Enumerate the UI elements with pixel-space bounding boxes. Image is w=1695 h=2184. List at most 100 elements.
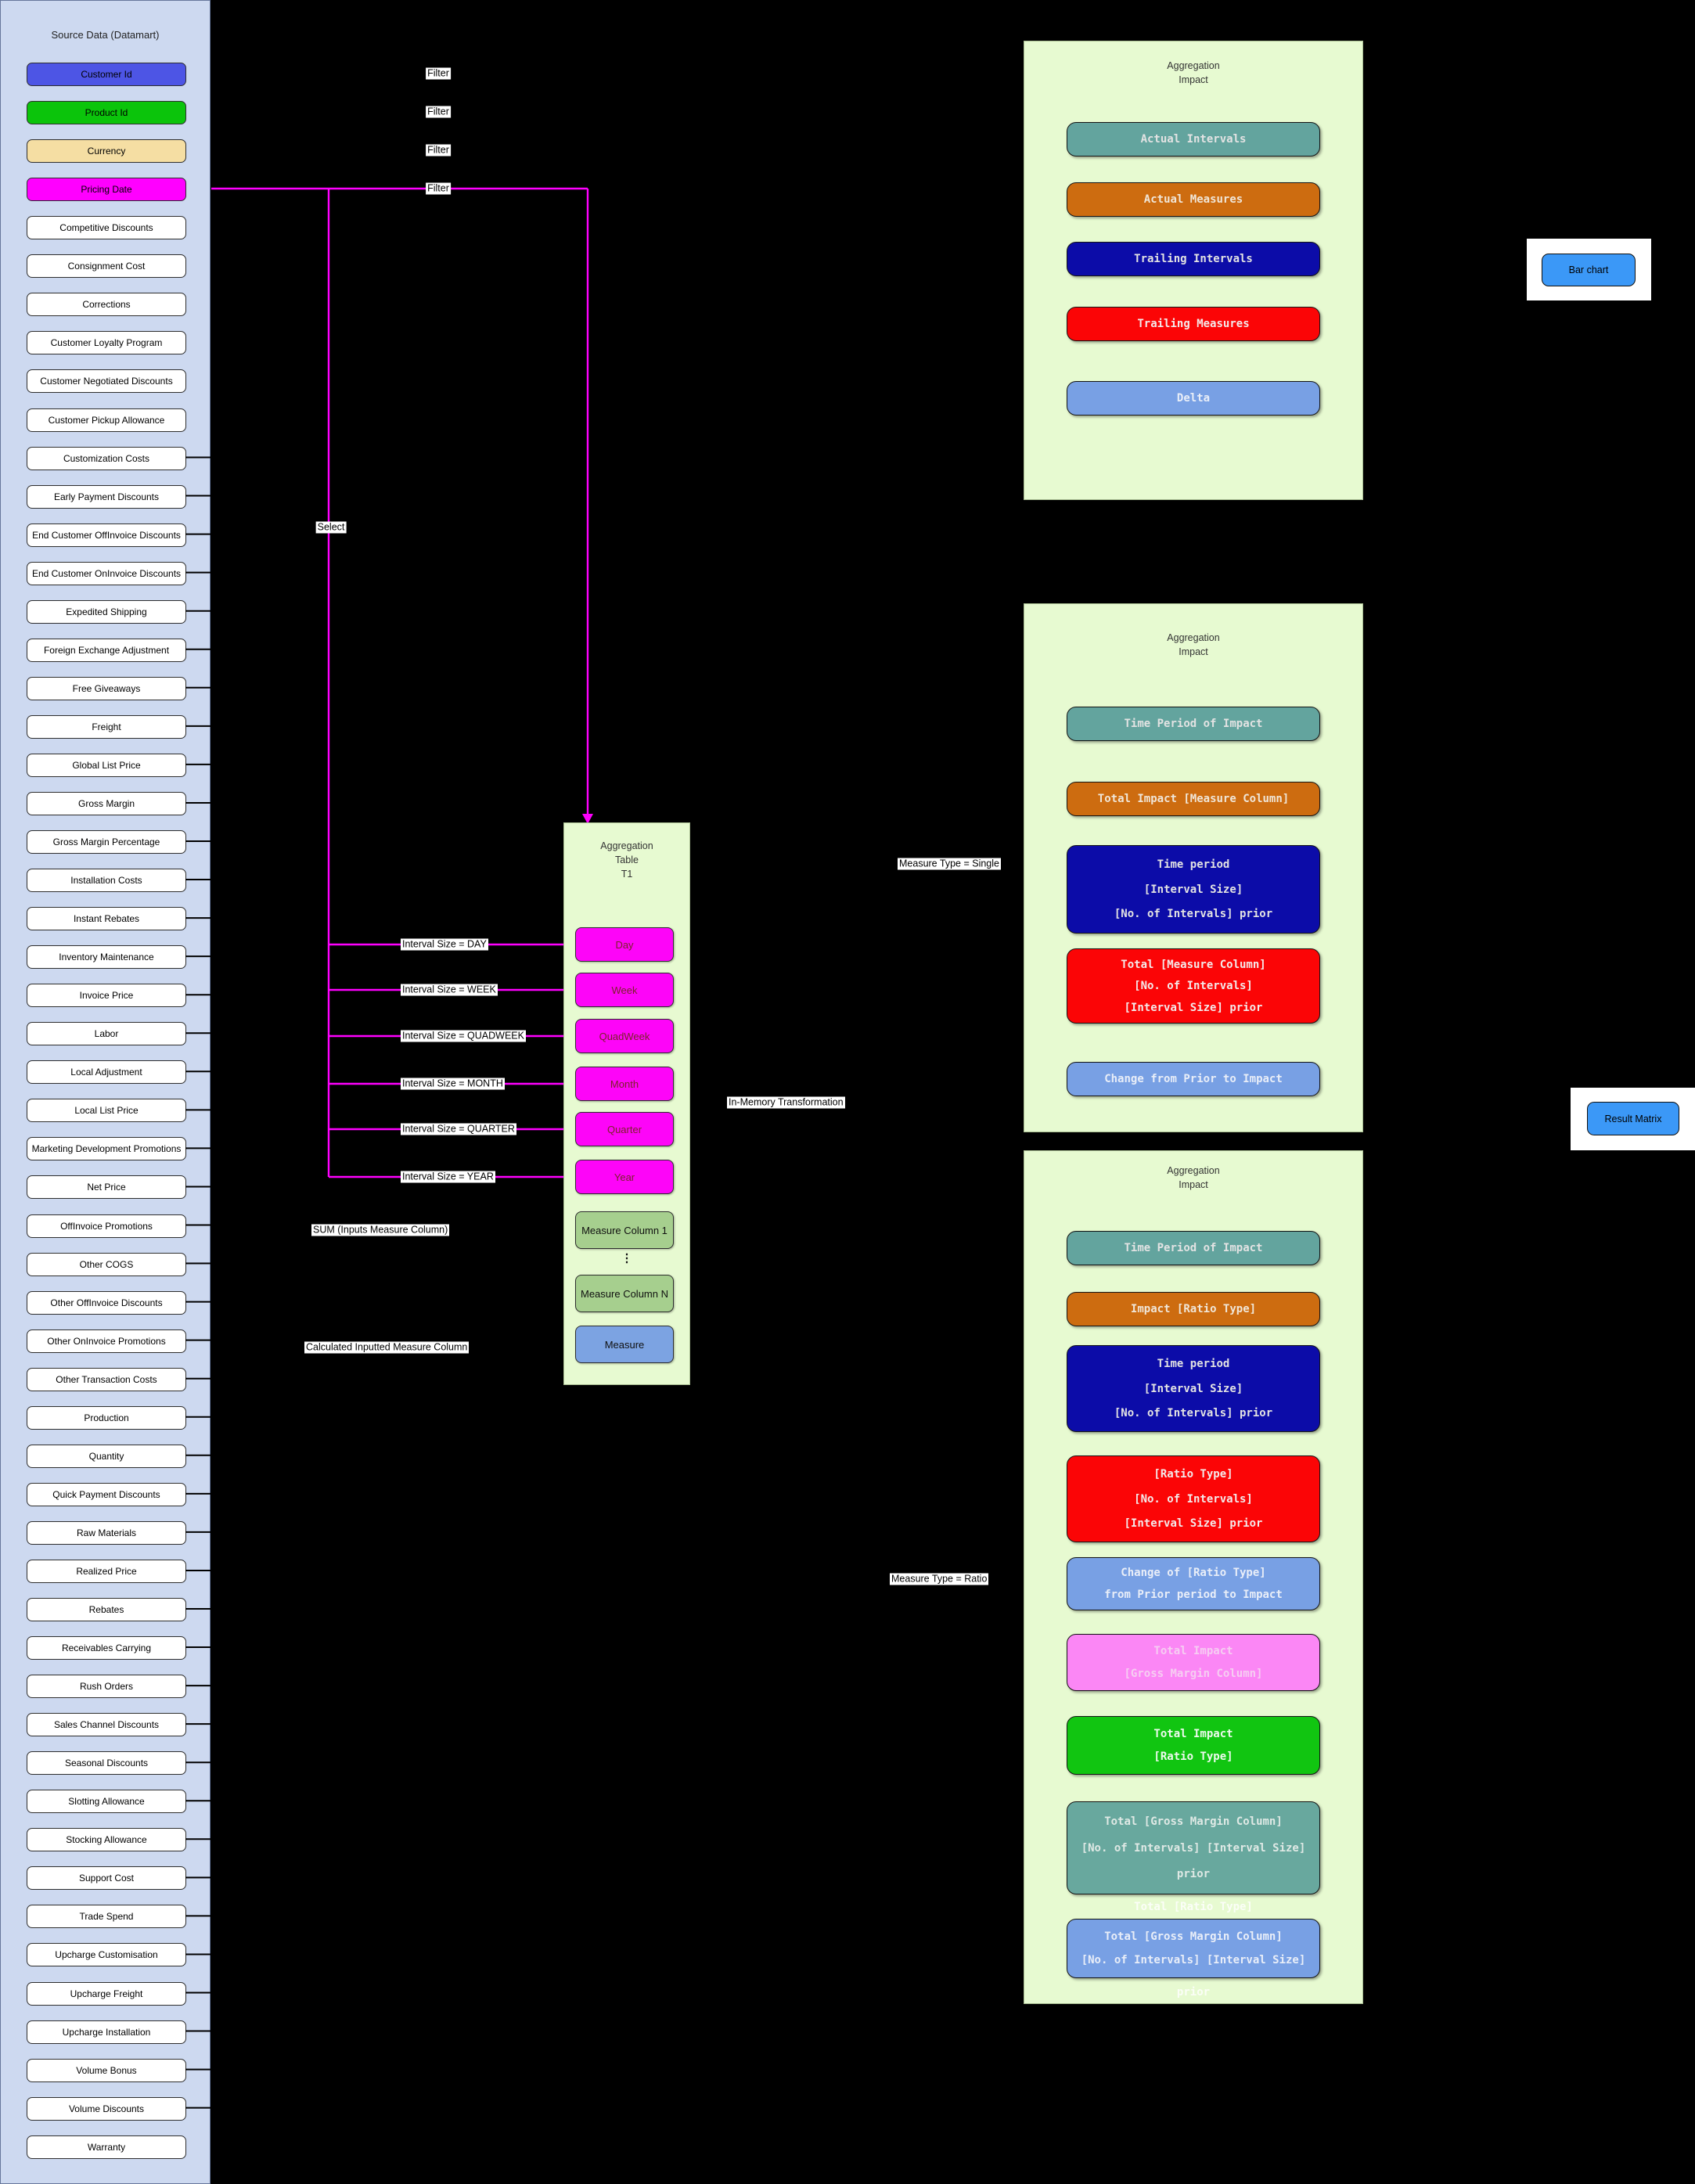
sidebar-item-other-offinvoice-discounts[interactable]: Other OffInvoice Discounts	[27, 1290, 186, 1315]
sidebar-item-product-id[interactable]: Product Id	[27, 101, 186, 125]
sidebar-item-offinvoice-promotions[interactable]: OffInvoice Promotions	[27, 1214, 186, 1238]
result-matrix-button[interactable]: Result Matrix	[1587, 1102, 1679, 1135]
sidebar-item-instant-rebates[interactable]: Instant Rebates	[27, 907, 186, 931]
interval-box-quarter[interactable]: Quarter	[575, 1112, 674, 1146]
panel-box-impact-ratio-type[interactable]: Impact [Ratio Type]	[1067, 1292, 1320, 1326]
measure-box-measure-column-1[interactable]: Measure Column 1	[575, 1211, 674, 1249]
sidebar-item-gross-margin-percentage[interactable]: Gross Margin Percentage	[27, 830, 186, 854]
sidebar-item-labor[interactable]: Labor	[27, 1022, 186, 1046]
sidebar-item-inventory-maintenance[interactable]: Inventory Maintenance	[27, 945, 186, 970]
sidebar-item-rush-orders[interactable]: Rush Orders	[27, 1675, 186, 1699]
flow-label-sum-inputs-measure-column: SUM (Inputs Measure Column)	[311, 1224, 450, 1236]
panel-box-change-of-ratio-type[interactable]: Change of [Ratio Type]from Prior period …	[1067, 1557, 1320, 1610]
sidebar-item-seasonal-discounts[interactable]: Seasonal Discounts	[27, 1751, 186, 1776]
sidebar-item-net-price[interactable]: Net Price	[27, 1175, 186, 1200]
sidebar-item-raw-materials[interactable]: Raw Materials	[27, 1520, 186, 1545]
sidebar-title: Source Data (Datamart)	[51, 29, 160, 41]
sidebar-item-volume-discounts[interactable]: Volume Discounts	[27, 2096, 186, 2121]
ghost-text-total-ratio-type: Total [Ratio Type]	[1134, 1901, 1253, 1913]
sidebar-item-quantity[interactable]: Quantity	[27, 1444, 186, 1468]
panel-box-total-impact[interactable]: Total Impact[Ratio Type]	[1067, 1716, 1320, 1775]
interval-box-month[interactable]: Month	[575, 1067, 674, 1101]
panel-box-delta[interactable]: Delta	[1067, 381, 1320, 416]
panel-box-time-period[interactable]: Time period[Interval Size][No. of Interv…	[1067, 1345, 1320, 1432]
panel-box-time-period-of-impact[interactable]: Time Period of Impact	[1067, 707, 1320, 741]
sidebar-item-currency[interactable]: Currency	[27, 139, 186, 164]
bar-chart-button[interactable]: Bar chart	[1542, 254, 1636, 286]
sidebar-item-customer-loyalty-program[interactable]: Customer Loyalty Program	[27, 331, 186, 355]
panel-box-total-measure-column[interactable]: Total [Measure Column][No. of Intervals]…	[1067, 948, 1320, 1024]
sidebar-item-expedited-shipping[interactable]: Expedited Shipping	[27, 599, 186, 624]
sidebar-item-volume-bonus[interactable]: Volume Bonus	[27, 2058, 186, 2082]
sidebar-item-other-oninvoice-promotions[interactable]: Other OnInvoice Promotions	[27, 1329, 186, 1353]
sidebar-item-other-cogs[interactable]: Other COGS	[27, 1252, 186, 1276]
sidebar-item-invoice-price[interactable]: Invoice Price	[27, 984, 186, 1008]
sidebar-item-slotting-allowance[interactable]: Slotting Allowance	[27, 1790, 186, 1814]
panel-box-change-from-prior-to-impact[interactable]: Change from Prior to Impact	[1067, 1062, 1320, 1096]
flow-label-filter: Filter	[426, 67, 451, 80]
interval-box-quadweek[interactable]: QuadWeek	[575, 1019, 674, 1053]
flow-label-filter: Filter	[426, 144, 451, 157]
sidebar-item-customer-id[interactable]: Customer Id	[27, 63, 186, 86]
sidebar-item-free-giveaways[interactable]: Free Giveaways	[27, 676, 186, 700]
sidebar-item-end-customer-oninvoice-discounts[interactable]: End Customer OnInvoice Discounts	[27, 561, 186, 585]
flow-label-interval-size-year: Interval Size = YEAR	[401, 1171, 495, 1183]
sidebar-item-stocking-allowance[interactable]: Stocking Allowance	[27, 1828, 186, 1852]
sidebar-item-upcharge-installation[interactable]: Upcharge Installation	[27, 2020, 186, 2044]
panel-box-total-gross-margin-column[interactable]: Total [Gross Margin Column][No. of Inter…	[1067, 1801, 1320, 1894]
sidebar-item-freight[interactable]: Freight	[27, 714, 186, 739]
flow-label-in-memory-transformation: In-Memory Transformation	[727, 1096, 845, 1109]
sidebar-item-local-adjustment[interactable]: Local Adjustment	[27, 1060, 186, 1085]
panel-box-total-impact[interactable]: Total Impact[Gross Margin Column]	[1067, 1634, 1320, 1691]
sidebar-item-upcharge-freight[interactable]: Upcharge Freight	[27, 1981, 186, 2006]
sidebar-item-quick-payment-discounts[interactable]: Quick Payment Discounts	[27, 1482, 186, 1506]
sidebar-item-competitive-discounts[interactable]: Competitive Discounts	[27, 216, 186, 240]
sidebar-item-installation-costs[interactable]: Installation Costs	[27, 869, 186, 892]
flow-label-interval-size-week: Interval Size = WEEK	[401, 984, 498, 996]
sidebar-item-early-payment-discounts[interactable]: Early Payment Discounts	[27, 484, 186, 509]
sidebar-item-production[interactable]: Production	[27, 1405, 186, 1430]
measure-box-measure[interactable]: Measure	[575, 1326, 674, 1363]
arrowhead	[582, 814, 593, 824]
panel-box-time-period-of-impact[interactable]: Time Period of Impact	[1067, 1231, 1320, 1265]
sidebar-item-receivables-carrying[interactable]: Receivables Carrying	[27, 1636, 186, 1660]
panel-box-total-gross-margin-column[interactable]: Total [Gross Margin Column][No. of Inter…	[1067, 1919, 1320, 1978]
interval-box-year[interactable]: Year	[575, 1160, 674, 1194]
sidebar-item-warranty[interactable]: Warranty	[27, 2135, 186, 2159]
panel-box-trailing-measures[interactable]: Trailing Measures	[1067, 307, 1320, 341]
interval-box-week[interactable]: Week	[575, 973, 674, 1007]
sidebar-item-local-list-price[interactable]: Local List Price	[27, 1099, 186, 1123]
sidebar-item-corrections[interactable]: Corrections	[27, 293, 186, 317]
interval-box-day[interactable]: Day	[575, 927, 674, 962]
sidebar-item-sales-channel-discounts[interactable]: Sales Channel Discounts	[27, 1713, 186, 1737]
sidebar-item-support-cost[interactable]: Support Cost	[27, 1866, 186, 1891]
panel-box-trailing-intervals[interactable]: Trailing Intervals	[1067, 242, 1320, 276]
sidebar-item-foreign-exchange-adjustment[interactable]: Foreign Exchange Adjustment	[27, 638, 186, 662]
sidebar-item-rebates[interactable]: Rebates	[27, 1598, 186, 1621]
flow-label-measure-type-single: Measure Type = Single	[898, 858, 1001, 870]
flow-label-interval-size-day: Interval Size = DAY	[401, 938, 488, 951]
panel-box-actual-measures[interactable]: Actual Measures	[1067, 182, 1320, 217]
flow-label-measure-type-ratio: Measure Type = Ratio	[890, 1573, 989, 1585]
panel-box-ratio-type[interactable]: [Ratio Type][No. of Intervals][Interval …	[1067, 1455, 1320, 1542]
measure-box-measure-column-n[interactable]: Measure Column N	[575, 1275, 674, 1312]
flow-label-interval-size-month: Interval Size = MONTH	[401, 1078, 505, 1090]
source-data-sidebar: Source Data (Datamart) Customer Id Produc…	[0, 0, 211, 2184]
sidebar-item-end-customer-offinvoice-discounts[interactable]: End Customer OffInvoice Discounts	[27, 523, 186, 547]
sidebar-item-customer-pickup-allowance[interactable]: Customer Pickup Allowance	[27, 408, 186, 432]
panel-box-time-period[interactable]: Time period[Interval Size][No. of Interv…	[1067, 845, 1320, 934]
measure-columns-ellipsis: ⋮	[621, 1251, 633, 1265]
sidebar-item-realized-price[interactable]: Realized Price	[27, 1559, 186, 1583]
sidebar-item-trade-spend[interactable]: Trade Spend	[27, 1905, 186, 1929]
sidebar-item-consignment-cost[interactable]: Consignment Cost	[27, 254, 186, 279]
sidebar-item-customer-negotiated-discounts[interactable]: Customer Negotiated Discounts	[27, 369, 186, 394]
sidebar-item-global-list-price[interactable]: Global List Price	[27, 753, 186, 777]
panel-box-total-impact-measure-column[interactable]: Total Impact [Measure Column]	[1067, 782, 1320, 816]
sidebar-item-upcharge-customisation[interactable]: Upcharge Customisation	[27, 1943, 186, 1967]
panel-box-actual-intervals[interactable]: Actual Intervals	[1067, 122, 1320, 157]
sidebar-item-pricing-date[interactable]: Pricing Date	[27, 178, 186, 202]
sidebar-item-customization-costs[interactable]: Customization Costs	[27, 446, 186, 470]
